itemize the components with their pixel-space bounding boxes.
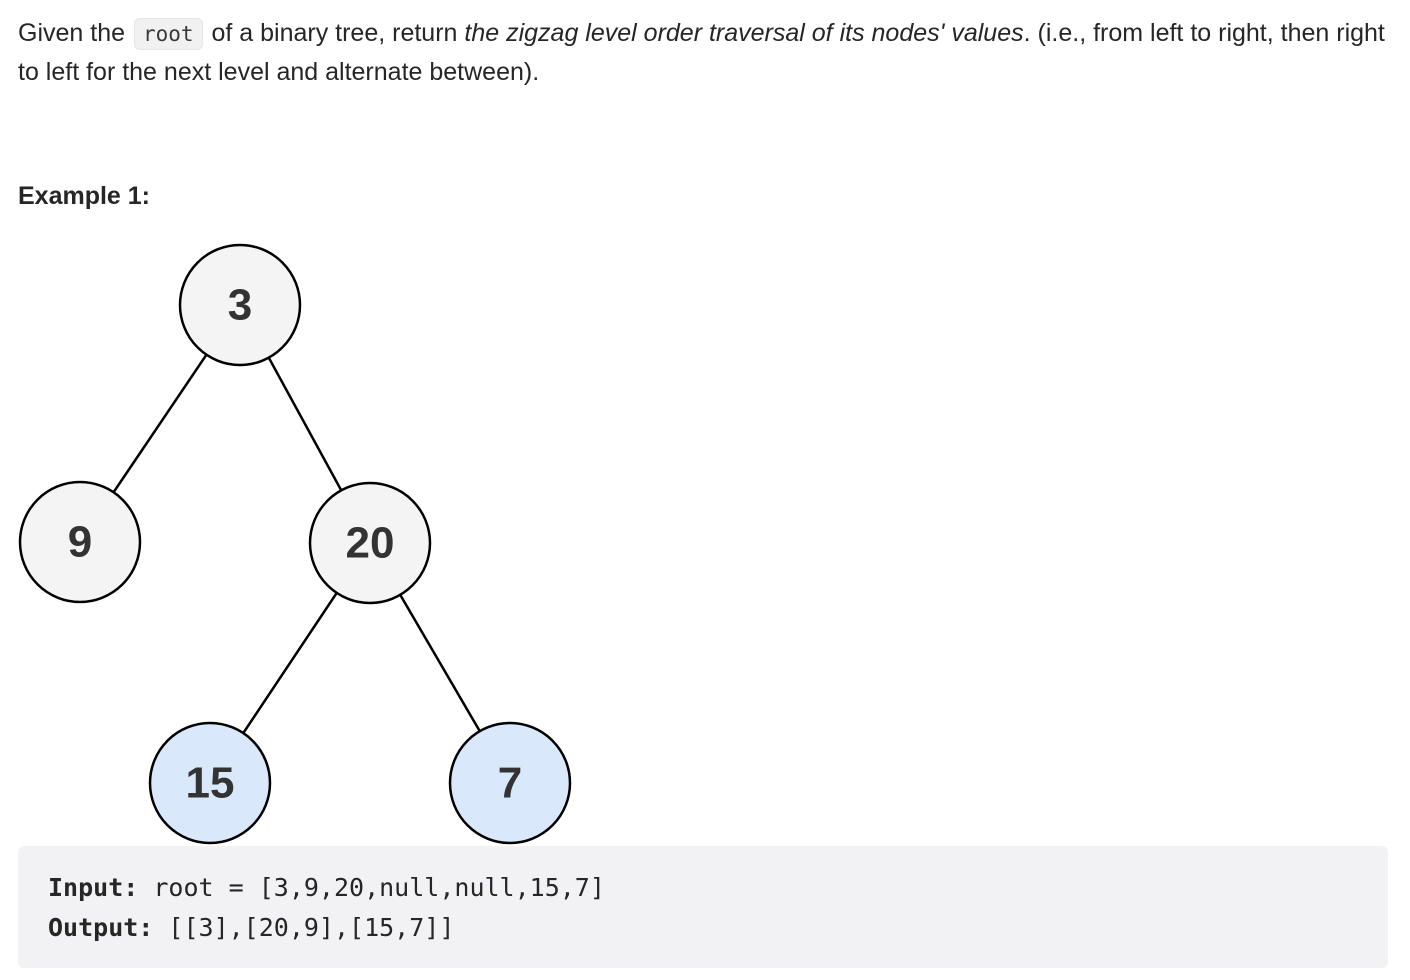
tree-node-20: [308, 481, 432, 605]
tree-node-label: 15: [186, 759, 235, 808]
description-text: of a binary tree, return: [204, 19, 465, 47]
tree-node-label: 9: [68, 518, 92, 567]
problem-description: Given the root of a binary tree, return …: [18, 14, 1388, 91]
tree-node-label: 7: [498, 759, 522, 808]
input-line: Input: root = [3,9,20,null,null,15,7]: [48, 868, 1358, 908]
input-value: root = [3,9,20,null,null,15,7]: [138, 873, 605, 902]
example-heading: Example 1:: [18, 182, 151, 210]
binary-tree-diagram: 3 9 20 15 7: [18, 243, 572, 845]
output-value: [[3],[20,9],[15,7]]: [153, 913, 455, 942]
example-code-block: Input: root = [3,9,20,null,null,15,7] Ou…: [18, 846, 1388, 968]
tree-node-9: [18, 480, 142, 604]
tree-node-3: [178, 243, 302, 367]
input-label: Input:: [48, 873, 139, 902]
output-line: Output: [[3],[20,9],[15,7]]: [48, 908, 1358, 948]
tree-node-label: 20: [346, 519, 395, 568]
tree-node-15: [148, 721, 272, 845]
output-label: Output:: [48, 913, 154, 942]
description-emphasis: the zigzag level order traversal of its …: [464, 19, 1024, 47]
description-text: Given the: [18, 19, 132, 47]
tree-node-7: [448, 721, 572, 845]
tree-node-label: 3: [228, 281, 252, 330]
description-text: . (i.e., from left to right, then right …: [18, 19, 1385, 86]
inline-code-root: root: [133, 18, 203, 50]
